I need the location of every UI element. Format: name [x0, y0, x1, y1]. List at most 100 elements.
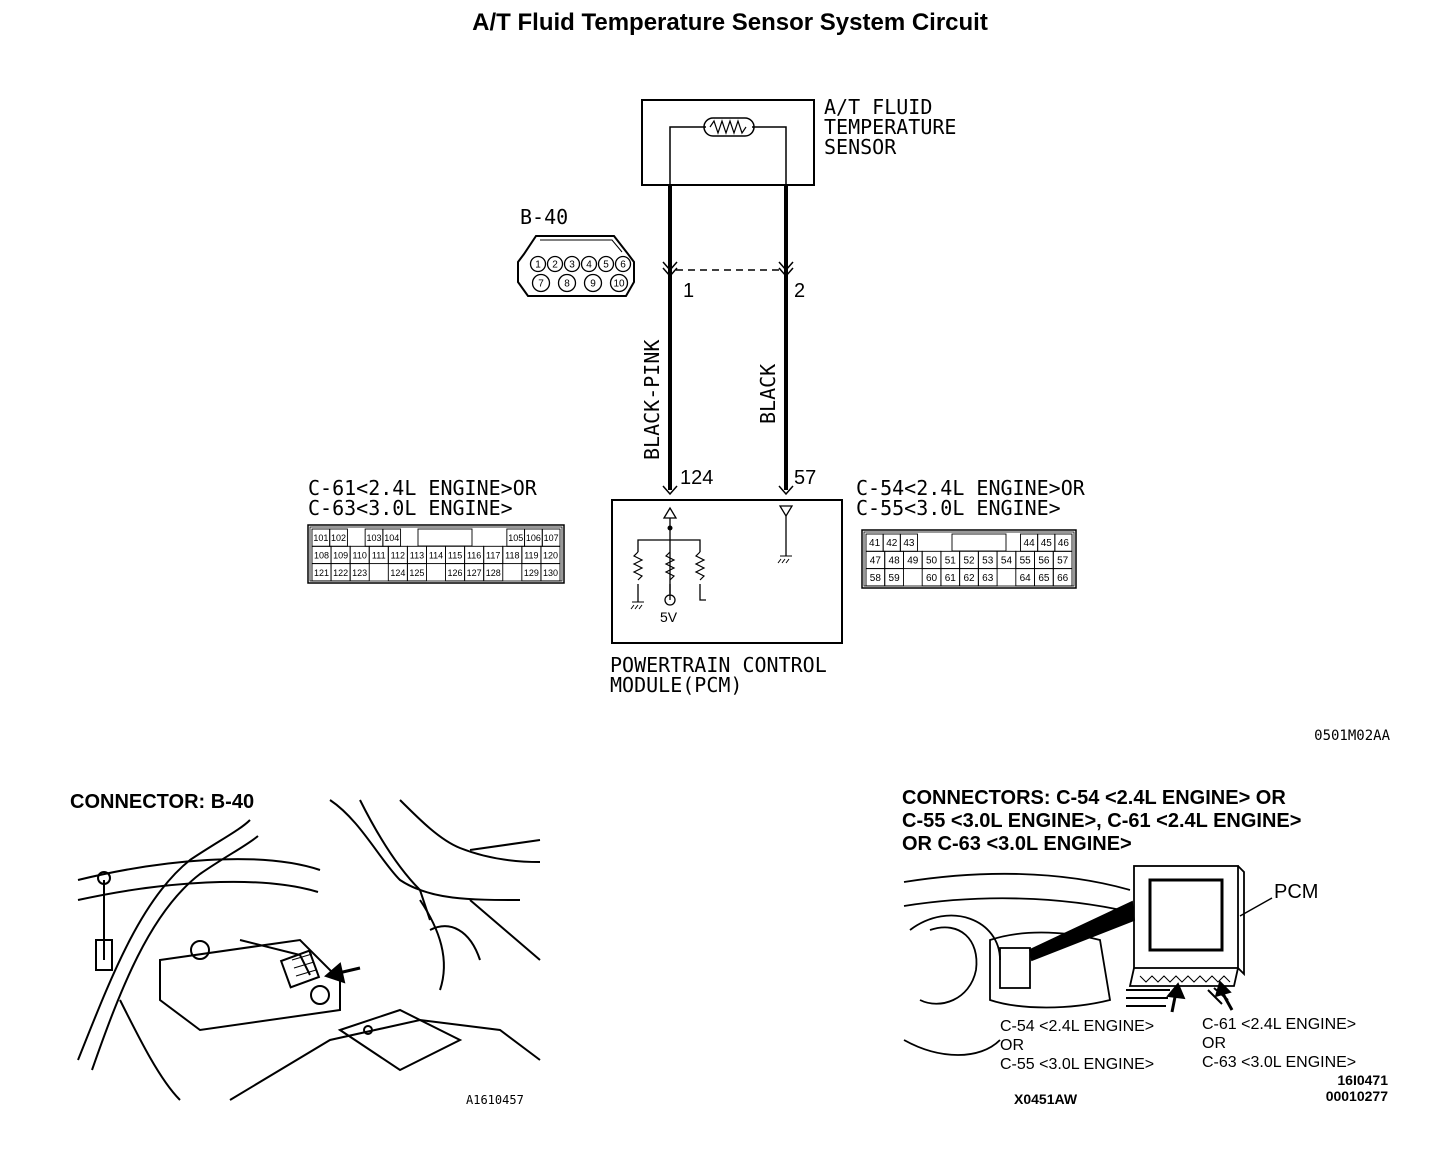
b40-pin [609, 273, 629, 293]
b40-pin-number: 2 [552, 260, 558, 271]
sensor-label-line3: SENSOR [824, 135, 897, 159]
b40-label: B-40 [520, 205, 568, 229]
connector-pin-number: 125 [409, 568, 424, 578]
temperature-sensor [641, 99, 815, 186]
connector-pin-number: 50 [926, 555, 938, 566]
b40-pin-number: 10 [613, 279, 625, 290]
b40-pin-number: 1 [535, 260, 541, 271]
connector-pin-number: 103 [366, 533, 381, 543]
b40-pin [546, 255, 564, 273]
diagram-title: A/T Fluid Temperature Sensor System Circ… [472, 9, 988, 36]
connector-pin-number: 108 [314, 550, 329, 560]
left-connector-label-line1: C-61<2.4L ENGINE>OR [308, 476, 538, 500]
connector-pin-number: 110 [353, 550, 367, 560]
wire-right-pin: 2 [794, 280, 805, 302]
connectors-view-code-right-1: 16I0471 [1337, 1072, 1388, 1088]
connector-pin-number: 124 [390, 568, 405, 578]
b40-view-code: A1610457 [466, 1093, 524, 1107]
connector-pin-number: 60 [926, 573, 938, 584]
connector-cavity [406, 563, 427, 582]
wire-left-pin: 1 [683, 280, 694, 302]
connector-pin-number: 56 [1038, 555, 1050, 566]
b40-pin [563, 255, 581, 273]
connector-pin-number: 46 [1058, 538, 1070, 549]
connector-pin-number: 117 [486, 550, 500, 560]
left-callout-line2: OR [1000, 1037, 1024, 1054]
connector-pin-number: 63 [982, 573, 994, 584]
terminal-57-label: 57 [794, 467, 816, 489]
pcm-box [611, 499, 843, 644]
connector-pin-number: 128 [486, 568, 501, 578]
connector-pin-number: 51 [945, 555, 957, 566]
connector-pin-number: 65 [1038, 573, 1050, 584]
b40-pin-number: 3 [569, 260, 575, 271]
connector-pin-number: 126 [448, 568, 463, 578]
connector-pin-number: 44 [1024, 538, 1036, 549]
connector-pin-number: 113 [410, 550, 424, 560]
connector-pin-number: 53 [982, 555, 994, 566]
b40-pin-number: 6 [620, 260, 626, 271]
connector-pin-number: 122 [333, 568, 348, 578]
right-connector-label-line1: C-54<2.4L ENGINE>OR [856, 476, 1086, 500]
b40-junction [662, 261, 794, 278]
wire-right-color: BLACK [756, 364, 780, 424]
b40-pin-number: 7 [538, 279, 544, 290]
pcm-label-line2: MODULE(PCM) [610, 673, 742, 697]
connector-pin-number: 118 [505, 550, 519, 560]
connector-pin-number: 45 [1041, 538, 1053, 549]
connector-pin-number: 43 [903, 538, 915, 549]
b40-pin [529, 255, 547, 273]
right-callout-line1: C-61 <2.4L ENGINE> [1202, 1016, 1356, 1033]
right-connector-label-line2: C-55<3.0L ENGINE> [856, 496, 1061, 520]
connectors-view-heading-line3: OR C-63 <3.0L ENGINE> [902, 833, 1132, 855]
connector-pin-number: 112 [391, 550, 405, 560]
connector-cavity [1052, 568, 1073, 587]
pcm-voltage: 5V [660, 609, 678, 625]
connector-cavity [540, 563, 561, 582]
connector-pin-number: 109 [333, 550, 348, 560]
b40-pin [531, 273, 551, 293]
left-connector-label-line2: C-63<3.0L ENGINE> [308, 496, 513, 520]
connector-pin-number: 57 [1057, 555, 1069, 566]
connector-pin-number: 42 [886, 538, 898, 549]
connector-pin-number: 101 [313, 533, 328, 543]
b40-pin-number: 4 [586, 260, 592, 271]
connector-pin-number: 111 [372, 550, 386, 560]
connector-pin-number: 105 [508, 533, 523, 543]
connector-pin-number: 61 [945, 573, 957, 584]
connector-pin-number: 66 [1057, 573, 1069, 584]
connectors-view-code-right-2: 00010277 [1326, 1088, 1389, 1104]
connectors-view-heading-line1: CONNECTORS: C-54 <2.4L ENGINE> OR [902, 787, 1286, 809]
b40-view-heading: CONNECTOR: B-40 [70, 791, 254, 813]
terminal-124-label: 124 [680, 467, 713, 489]
b40-location-illustration [77, 799, 541, 1101]
left-callout-line3: C-55 <3.0L ENGINE> [1000, 1056, 1154, 1073]
pcm-label-line1: POWERTRAIN CONTROL [610, 653, 827, 677]
connector-cavity [977, 568, 998, 587]
sensor-label-line2: TEMPERATURE [824, 115, 956, 139]
right-callout-line2: OR [1202, 1035, 1226, 1052]
right-callout-line3: C-63 <3.0L ENGINE> [1202, 1054, 1356, 1071]
connectors-view-code-left: X0451AW [1014, 1091, 1078, 1107]
pcm-illustration-label: PCM [1274, 881, 1318, 903]
connector-pin-number: 119 [524, 550, 538, 560]
b40-pin [614, 255, 632, 273]
connector-pin-number: 49 [907, 555, 919, 566]
connector-pin-number: 130 [543, 568, 558, 578]
connector-pin-number: 64 [1020, 573, 1032, 584]
b40-pin-number: 9 [590, 279, 596, 290]
connector-pin-number: 104 [384, 533, 399, 543]
thermistor-icon [703, 117, 755, 137]
left-callout-line1: C-54 <2.4L ENGINE> [1000, 1018, 1154, 1035]
connector-pin-number: 123 [352, 568, 367, 578]
sensor-label-line1: A/T FLUID [824, 95, 932, 119]
connector-pin-number: 107 [544, 533, 559, 543]
connector-pin-number: 54 [1001, 555, 1013, 566]
connector-pin-number: 115 [448, 550, 462, 560]
b40-pin [580, 255, 598, 273]
connector-pin-number: 47 [870, 555, 882, 566]
